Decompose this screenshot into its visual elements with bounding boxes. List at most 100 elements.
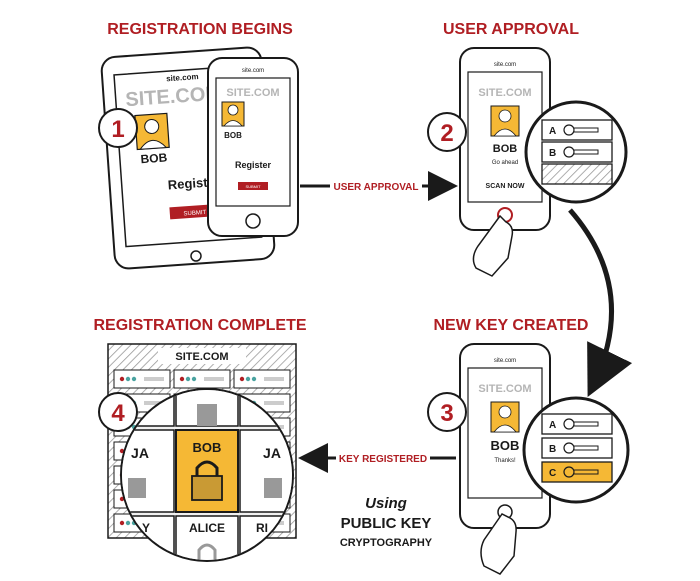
step4-user-right: JA	[263, 445, 281, 461]
step2-key-a-slot: A	[541, 119, 613, 141]
phone1-site-name: SITE.COM	[226, 87, 279, 99]
caption-public-key: PUBLIC KEY	[341, 515, 432, 532]
phone3-url: site.com	[494, 358, 516, 364]
step4-user-left: JA	[131, 445, 149, 461]
phone3-message: Thanks!	[494, 458, 516, 464]
alice-cell-user: ALICE	[189, 521, 225, 535]
key-icon	[563, 442, 575, 454]
phone2-site-name: SITE.COM	[478, 87, 531, 99]
step4-cell-bob: BOB	[175, 429, 239, 513]
step3-number: 3	[440, 400, 453, 427]
step4-badge	[98, 392, 138, 432]
phone2-url: site.com	[494, 62, 516, 68]
key-icon-shaft	[573, 421, 599, 427]
phone1-form-title: Register	[235, 160, 272, 170]
phone2-user: BOB	[493, 143, 518, 155]
lock-shackle-icon	[195, 460, 219, 478]
server-unit	[113, 369, 171, 389]
server-slot-bar	[204, 377, 224, 381]
caption-cryptography: CRYPTOGRAPHY	[340, 537, 433, 549]
server-rack-title-bg	[158, 348, 246, 364]
server-status-light	[239, 376, 245, 382]
server-status-light	[119, 376, 125, 382]
phone2-action: SCAN NOW	[486, 183, 525, 190]
key-icon	[563, 466, 575, 478]
step2-title: USER APPROVAL	[443, 21, 579, 38]
lock-icon	[264, 478, 282, 498]
key-icon	[563, 418, 575, 430]
phone1-url: site.com	[242, 68, 264, 74]
key-icon	[563, 146, 575, 158]
server-status-light	[191, 376, 197, 382]
server-status-light	[125, 520, 131, 526]
finger-icon	[472, 214, 514, 277]
phone1-submit-button	[238, 182, 268, 190]
step4-title: REGISTRATION COMPLETE	[93, 317, 306, 334]
server-status-light	[125, 376, 131, 382]
tablet-avatar-head	[144, 118, 160, 134]
step3-key-a-slot: A	[541, 413, 613, 435]
bob-cell-user: BOB	[193, 440, 222, 455]
finger-icon	[480, 513, 517, 575]
step4-cell-left: JA	[122, 429, 175, 513]
tablet-home-button	[190, 250, 202, 262]
arrow-user-approval-label: USER APPROVAL	[333, 182, 418, 193]
server-status-light	[245, 376, 251, 382]
key-icon-shaft	[573, 469, 599, 475]
server-unit	[173, 369, 231, 389]
step3-devices: site.com SITE.COM BOB Thanks!	[459, 343, 551, 575]
step2-number: 2	[440, 120, 453, 147]
phone2-avatar-head	[498, 109, 512, 123]
phone2-avatar-body	[493, 128, 517, 137]
tablet-form-title: Registe	[167, 174, 215, 192]
arrow-key-registered-label: KEY REGISTERED	[339, 454, 427, 465]
step4-cell-right: JA	[239, 429, 292, 513]
server-status-light	[251, 376, 257, 382]
step3-title: NEW KEY CREATED	[434, 317, 589, 334]
phone2-prompt: Go ahead	[492, 160, 518, 166]
step1-badge	[98, 108, 138, 148]
caption-using: Using	[365, 495, 407, 512]
lock-shackle-icon	[197, 543, 217, 560]
step3-key-b-slot: B	[541, 437, 613, 459]
tablet-submit-label: SUBMIT	[183, 210, 206, 218]
phone3-avatar-body	[493, 424, 517, 433]
arrow-key-registered-label-bg	[336, 450, 430, 466]
step4-user-bottom-right: RI	[256, 521, 268, 535]
step4-user-bottom-left: Y	[142, 521, 150, 535]
step1-number: 1	[111, 116, 124, 143]
step2-key-b-label: B	[549, 148, 556, 159]
phone1-avatar-head	[227, 104, 239, 116]
server-slot-bar	[264, 377, 284, 381]
step3-badge	[427, 392, 467, 432]
step3-key-c-label: C	[549, 468, 556, 479]
step4-magnifier: JA BOB JA Y ALICE	[120, 388, 294, 562]
phone1-avatar-body	[223, 120, 243, 127]
server-unit	[233, 369, 291, 389]
step3-key-c-slot: C	[541, 461, 613, 483]
step3-key-magnifier: A B C	[522, 396, 630, 504]
step2-key-a-label: A	[549, 126, 556, 137]
server-status-light	[185, 376, 191, 382]
server-slot-bar	[264, 401, 284, 405]
step4-number: 4	[111, 400, 125, 427]
server-slot-bar	[144, 377, 164, 381]
phone3-site-name: SITE.COM	[478, 383, 531, 395]
step2-key-b-slot: B	[541, 141, 613, 163]
lock-icon	[128, 478, 146, 498]
key-icon	[563, 124, 575, 136]
server-status-light	[179, 376, 185, 382]
key-icon-shaft	[573, 127, 599, 133]
phone3-user: BOB	[491, 438, 520, 453]
step2-key-magnifier: A B	[524, 100, 628, 204]
step3-key-b-label: B	[549, 444, 556, 455]
server-slot-bar	[144, 401, 164, 405]
key-icon-shaft	[573, 149, 599, 155]
server-title: SITE.COM	[175, 351, 228, 363]
tablet-user: BOB	[140, 150, 168, 166]
arrow-user-approval-label-bg	[330, 178, 422, 194]
server-status-light	[119, 520, 125, 526]
tablet-avatar-body	[139, 139, 168, 150]
step1-devices: site.com SITE.COM BOB Registe SUBMIT sit…	[100, 46, 299, 270]
